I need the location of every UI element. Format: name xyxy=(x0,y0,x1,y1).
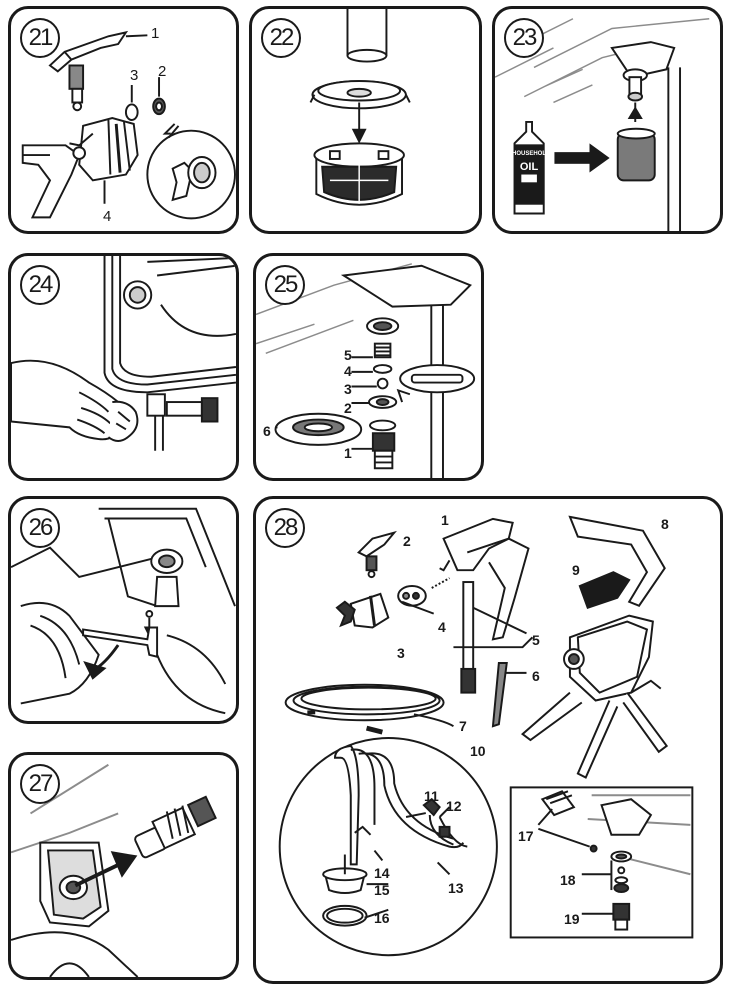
label-28-15: 15 xyxy=(374,882,390,898)
step-number-28: 28 xyxy=(265,508,305,548)
step-number-24: 24 xyxy=(20,265,60,305)
filter-cap-illustration xyxy=(309,9,411,206)
label-25-6: 6 xyxy=(263,423,271,439)
step-number-23: 23 xyxy=(504,18,544,58)
label-28-7: 7 xyxy=(459,718,467,734)
label-28-8: 8 xyxy=(661,516,669,532)
panel-step-21: 21 xyxy=(8,6,239,234)
panel-step-27: 27 xyxy=(8,752,239,980)
outlet-fitting-illustration xyxy=(11,763,217,977)
label-28-13: 13 xyxy=(448,880,464,896)
panel-step-26: 26 xyxy=(8,496,239,724)
parts-overview-illustration xyxy=(278,515,694,957)
cleaning-hand-illustration xyxy=(11,256,236,451)
label-28-11: 11 xyxy=(424,788,439,804)
label-28-12: 12 xyxy=(446,798,462,814)
label-28-4: 4 xyxy=(438,619,446,635)
label-21-2: 2 xyxy=(158,63,167,80)
panel-step-28: 28 xyxy=(253,496,723,984)
label-28-10: 10 xyxy=(470,743,486,759)
label-28-2: 2 xyxy=(403,533,411,549)
panel-step-22: 22 xyxy=(249,6,482,234)
hex-key-illustration xyxy=(11,507,236,715)
step-number-21: 21 xyxy=(20,18,60,58)
gun-tip-assembly-illustration xyxy=(21,30,236,220)
oil-bottle-label-line2: OIL xyxy=(519,161,539,173)
label-28-9: 9 xyxy=(572,562,580,578)
panel-step-25: 25 xyxy=(253,253,484,481)
panel-step-24: 24 xyxy=(8,253,239,481)
label-28-3: 3 xyxy=(397,645,405,661)
inlet-valve-exploded-illustration xyxy=(256,263,476,478)
label-28-5: 5 xyxy=(532,632,540,648)
label-25-2: 2 xyxy=(344,400,352,416)
label-25-5: 5 xyxy=(344,347,352,363)
label-21-4: 4 xyxy=(103,208,112,225)
label-28-19: 19 xyxy=(564,911,580,927)
label-21-1: 1 xyxy=(151,25,160,42)
step-number-26: 26 xyxy=(20,508,60,548)
step-number-27: 27 xyxy=(20,764,60,804)
panel-step-23: 23 HOUSEHOLD OIL xyxy=(492,6,723,234)
label-21-3: 3 xyxy=(130,67,139,84)
label-28-1: 1 xyxy=(441,512,449,528)
label-25-1: 1 xyxy=(344,445,352,461)
label-28-16: 16 xyxy=(374,910,390,926)
label-28-18: 18 xyxy=(560,872,576,888)
step-number-22: 22 xyxy=(261,18,301,58)
label-25-3: 3 xyxy=(344,381,352,397)
label-25-4: 4 xyxy=(344,363,352,379)
label-28-14: 14 xyxy=(374,865,390,881)
label-28-6: 6 xyxy=(532,668,540,684)
step-number-25: 25 xyxy=(265,265,305,305)
oil-piston-illustration xyxy=(495,18,710,231)
oil-bottle-label-line1: HOUSEHOLD xyxy=(512,151,551,157)
label-28-17: 17 xyxy=(518,828,534,844)
